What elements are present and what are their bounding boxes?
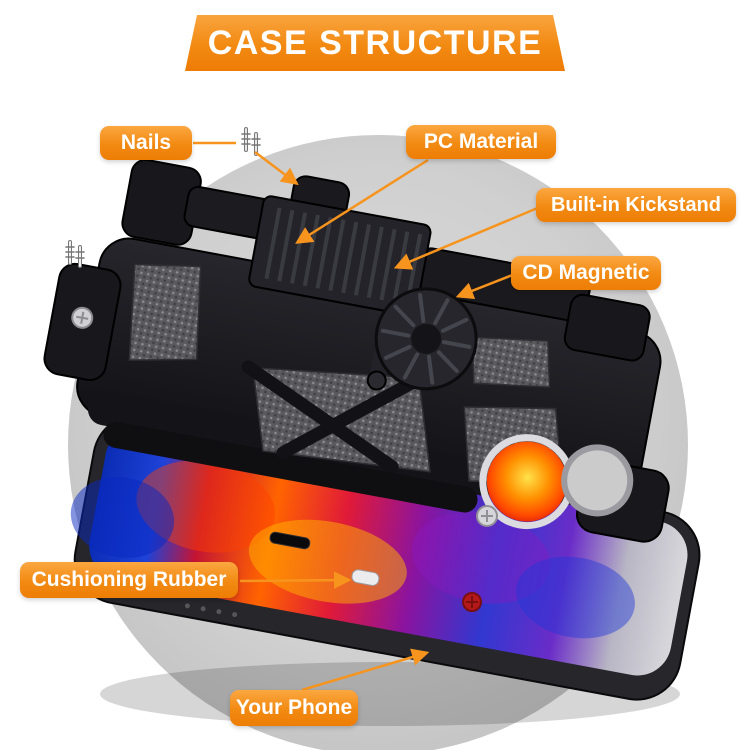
callout-cd-magnetic-label: CD Magnetic	[522, 261, 650, 284]
callout-cd-magnetic: CD Magnetic	[511, 256, 661, 290]
leader-line-nails-arrow	[254, 151, 299, 186]
cushioning-rubber-button	[351, 569, 380, 586]
leader-line-cd-magnetic	[455, 272, 516, 300]
secondary-ring	[561, 444, 634, 517]
callout-cushioning-rubber-label: Cushioning Rubber	[31, 568, 227, 591]
callout-your-phone: Your Phone	[230, 690, 358, 726]
case-top-right-block	[563, 293, 651, 362]
leader-line-cushioning-rubber	[239, 571, 352, 589]
callout-built-in-kickstand-label: Built-in Kickstand	[550, 193, 721, 216]
callout-your-phone-label: Your Phone	[235, 696, 353, 719]
leader-line-pc-material	[295, 158, 429, 244]
magnet-knob	[366, 370, 387, 391]
nail-pins-icon-top	[241, 127, 261, 156]
leader-line-your-phone	[301, 648, 430, 692]
side-button-dark	[269, 531, 311, 550]
callout-pc-material: PC Material	[406, 125, 556, 159]
callout-cushioning-rubber: Cushioning Rubber	[20, 562, 238, 598]
callout-built-in-kickstand: Built-in Kickstand	[536, 188, 736, 222]
callout-nails: Nails	[100, 126, 192, 160]
callout-pc-material-label: PC Material	[423, 130, 539, 153]
phone-case	[43, 158, 670, 543]
kickstand	[248, 195, 432, 317]
leader-lines	[193, 141, 541, 692]
camera-opening-glimpse	[486, 441, 567, 522]
corner-screw-red	[462, 592, 482, 612]
callout-nails-label: Nails	[120, 131, 172, 154]
corner-screw-left	[71, 306, 94, 329]
title-banner-text: CASE STRUCTURE	[207, 23, 543, 62]
corner-screw-bottom	[476, 505, 498, 527]
nail-pins-icon-left	[65, 240, 85, 268]
title-banner: CASE STRUCTURE	[185, 15, 565, 71]
phone	[70, 414, 701, 701]
magnet-plate	[366, 287, 478, 391]
case-ribs	[241, 360, 420, 474]
case-lower-rail	[103, 422, 478, 513]
leader-line-kickstand	[393, 205, 541, 270]
